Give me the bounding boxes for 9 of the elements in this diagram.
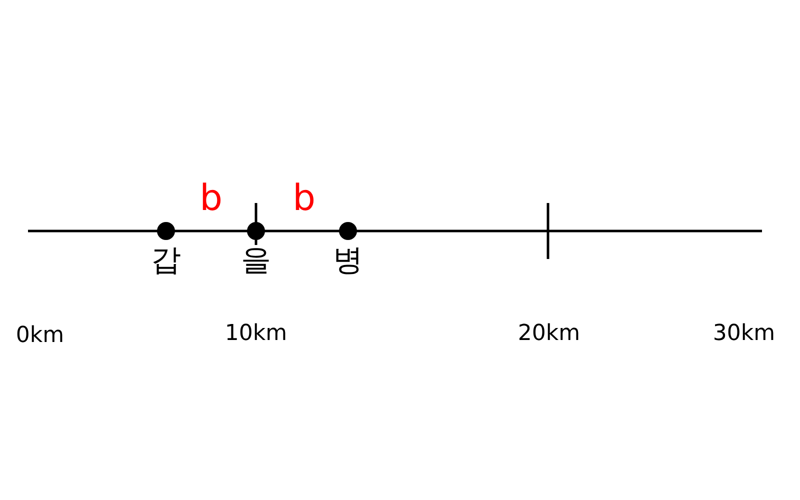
point-label: 을	[241, 244, 271, 278]
axis-label: 10km	[224, 321, 288, 346]
distance-label: b	[200, 178, 222, 219]
point-label: 병	[333, 244, 363, 278]
axis-label: 30km	[712, 321, 776, 346]
point-label: 갑	[151, 244, 181, 278]
axis-label: 0km	[16, 323, 64, 348]
axis-label: 20km	[518, 321, 580, 346]
distance-label: b	[292, 178, 316, 219]
